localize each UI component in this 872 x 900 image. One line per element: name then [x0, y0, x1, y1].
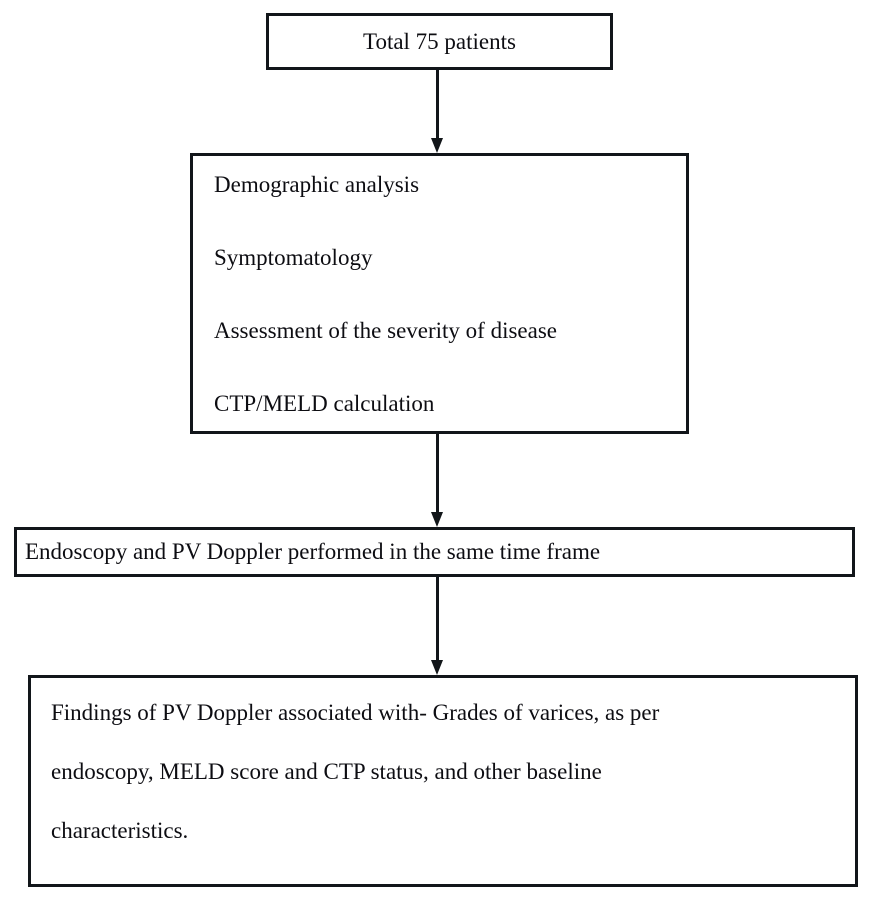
arrow-head-icon: [431, 138, 443, 153]
arrow-shaft: [436, 434, 439, 514]
node-assessment-line-2: Symptomatology: [214, 245, 373, 271]
flowchart-node-total-patients: Total 75 patients: [266, 13, 613, 70]
node-total-line-1: Total 75 patients: [363, 28, 516, 54]
arrow-assessment-to-endoscopy: [431, 434, 444, 527]
node-endoscopy-line-1: Endoscopy and PV Doppler performed in th…: [25, 539, 601, 565]
flowchart-node-endoscopy: Endoscopy and PV Doppler performed in th…: [14, 527, 855, 577]
node-findings-line-1: Findings of PV Doppler associated with- …: [51, 700, 660, 725]
node-findings-line-3: characteristics.: [51, 817, 189, 843]
node-assessment-line-4: CTP/MELD calculation: [214, 391, 435, 417]
arrow-endoscopy-to-findings: [431, 577, 444, 675]
arrow-head-icon: [431, 660, 443, 675]
node-assessment-line-1: Demographic analysis: [214, 172, 420, 197]
flowchart-node-findings: Findings of PV Doppler associated with- …: [28, 675, 858, 887]
arrow-total-to-assessment: [431, 70, 444, 153]
arrow-shaft: [436, 70, 439, 140]
flowchart-node-assessment: Demographic analysis Symptomatology Asse…: [190, 153, 689, 434]
node-findings-line-2: endoscopy, MELD score and CTP status, an…: [51, 758, 602, 784]
node-assessment-line-3: Assessment of the severity of disease: [214, 318, 558, 344]
arrow-head-icon: [431, 512, 443, 527]
arrow-shaft: [436, 577, 439, 662]
